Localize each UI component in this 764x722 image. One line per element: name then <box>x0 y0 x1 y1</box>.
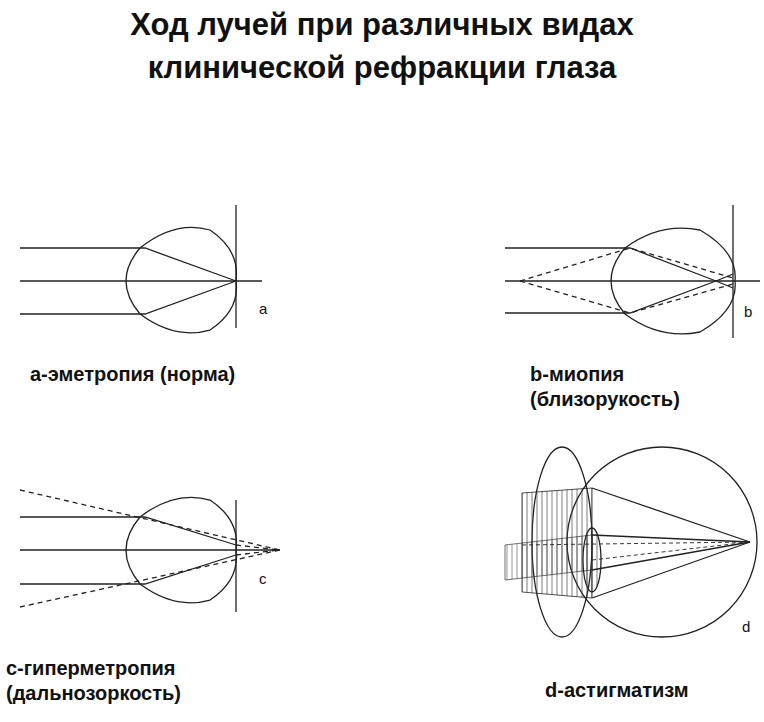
figure-letter: d <box>742 618 750 637</box>
figure-letter: a <box>259 300 267 319</box>
figure-caption: d-астигматизм <box>545 678 689 703</box>
figure-caption: a-эметропия (норма) <box>30 362 330 387</box>
eye-outline <box>126 227 236 332</box>
figure-letter: b <box>744 303 752 322</box>
figure-caption: c-гиперметропия (дальнозоркость) <box>6 656 246 706</box>
diagram-title: Ход лучей при различных видах клиническо… <box>92 4 672 90</box>
figure-letter: c <box>259 570 267 589</box>
figure-caption: b-миопия (близорукость) <box>530 362 730 412</box>
